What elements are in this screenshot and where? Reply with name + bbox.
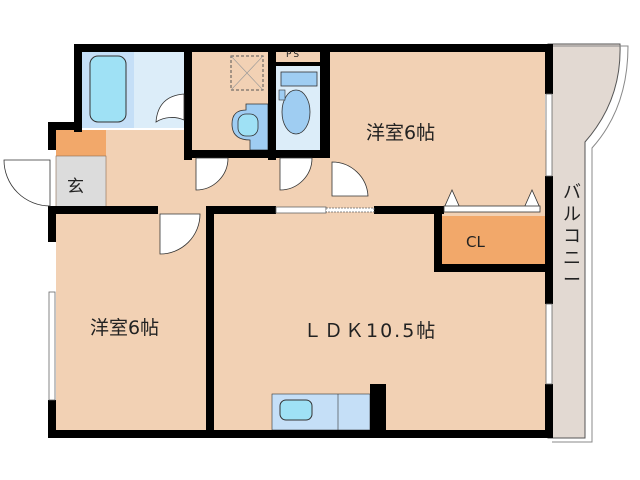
bathtub-icon [89,55,127,123]
toilet-icon [281,89,311,135]
balcony [547,43,629,443]
room-label-pipe-space: PS [286,50,302,60]
closet [440,216,545,266]
walls [48,44,553,438]
washer-space-icon [230,55,264,91]
room-label-balcony: バルコニー [563,182,581,291]
shoe-closet [56,130,106,156]
entrance-door-icon [3,159,51,207]
sink-icon [279,399,313,421]
room-label-closet: CL [466,233,485,251]
room-label-ldk: ＬＤＫ10.5帖 [303,320,438,342]
entrance [55,155,107,209]
room-label-entrance: 玄 [67,177,84,197]
doors [3,93,541,255]
room-label-western-room-1: 洋室6帖 [366,122,436,144]
windows [48,93,553,401]
room-label-western-room-2: 洋室6帖 [90,317,160,339]
